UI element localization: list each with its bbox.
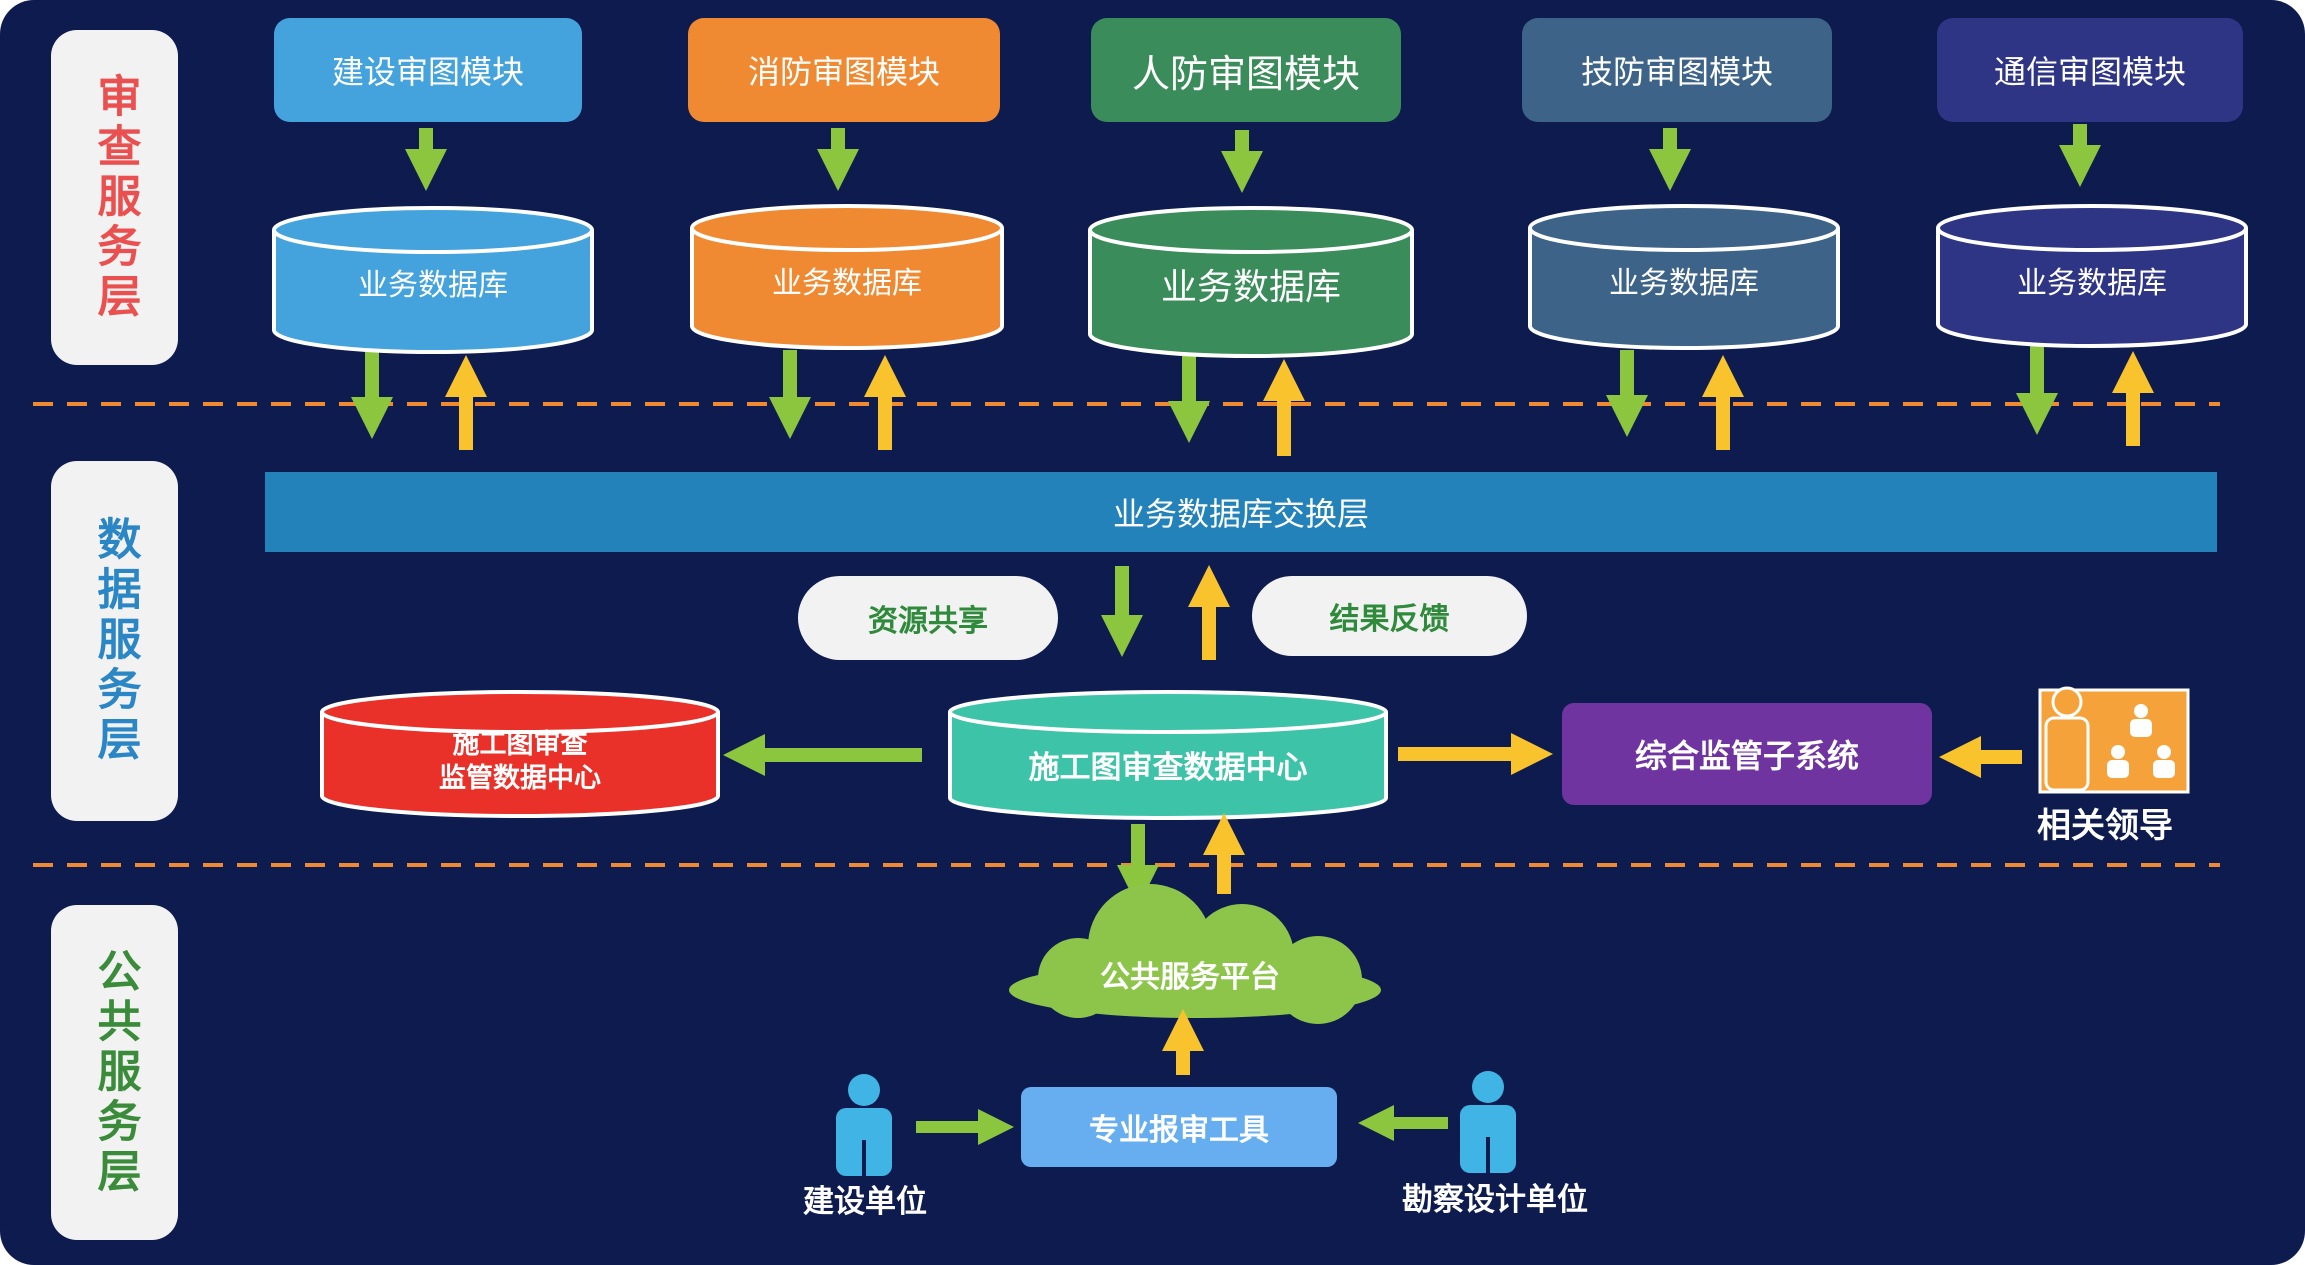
supervision-db-label: 施工图审查 监管数据中心 bbox=[322, 728, 718, 796]
builder-label: 建设单位 bbox=[803, 1184, 927, 1220]
module-telecom-label: 通信审图模块 bbox=[1993, 53, 2186, 91]
supervision-db-label-line-2: 监管数据中心 bbox=[439, 763, 601, 794]
resource-share-label: 资源共享 bbox=[868, 604, 988, 639]
tool-box: 专业报审工具 bbox=[1021, 1087, 1337, 1167]
module-db-security-label: 业务数据库 bbox=[1609, 266, 1759, 301]
module-civil-defense-label: 人防审图模块 bbox=[1131, 51, 1360, 96]
module-construction: 建设审图模块 bbox=[274, 18, 582, 122]
module-db-security bbox=[1528, 204, 1840, 350]
exchange-layer: 业务数据库交换层 bbox=[265, 472, 2217, 552]
center-db bbox=[948, 690, 1388, 820]
module-fire: 消防审图模块 bbox=[688, 18, 1000, 122]
resource-share-badge: 资源共享 bbox=[798, 576, 1058, 660]
layer-label-review-text: 审查服务层 bbox=[89, 72, 141, 323]
layer-label-public-text: 公共服务层 bbox=[89, 947, 141, 1198]
module-db-construction bbox=[272, 206, 594, 354]
module-construction-label: 建设审图模块 bbox=[331, 53, 524, 91]
module-db-civil-defense-label: 业务数据库 bbox=[1160, 267, 1341, 308]
result-feedback-badge: 结果反馈 bbox=[1252, 576, 1527, 656]
layer-label-data-text: 数据服务层 bbox=[89, 516, 141, 766]
designer-label: 勘察设计单位 bbox=[1402, 1182, 1588, 1218]
module-db-fire-label: 业务数据库 bbox=[772, 266, 922, 301]
supervision-system-box: 综合监管子系统 bbox=[1562, 703, 1932, 805]
cloud-shape bbox=[1009, 884, 1381, 1024]
leaders-icon bbox=[2038, 686, 2190, 794]
center-db-label: 施工图审查数据中心 bbox=[1028, 750, 1308, 786]
supervision-db-label-line-1: 施工图审查 bbox=[452, 729, 588, 760]
module-db-civil-defense bbox=[1088, 206, 1414, 358]
tool-label: 专业报审工具 bbox=[1089, 1113, 1269, 1148]
module-security: 技防审图模块 bbox=[1522, 18, 1832, 122]
module-db-construction-label: 业务数据库 bbox=[358, 268, 508, 303]
module-fire-label: 消防审图模块 bbox=[747, 53, 940, 91]
builder-person-icon bbox=[836, 1074, 892, 1178]
exchange-layer-label: 业务数据库交换层 bbox=[1112, 495, 1369, 533]
result-feedback-label: 结果反馈 bbox=[1329, 602, 1450, 637]
module-db-telecom bbox=[1936, 204, 2248, 348]
supervision-db bbox=[320, 690, 720, 818]
supervision-system-label: 综合监管子系统 bbox=[1634, 737, 1859, 775]
layer-label-review: 审查服务层 bbox=[51, 30, 178, 365]
designer-person-icon bbox=[1460, 1071, 1516, 1175]
cloud-label: 公共服务平台 bbox=[1100, 960, 1280, 995]
module-civil-defense: 人防审图模块 bbox=[1091, 18, 1401, 122]
layer-label-public: 公共服务层 bbox=[51, 905, 178, 1240]
module-security-label: 技防审图模块 bbox=[1580, 53, 1773, 91]
leaders-label: 相关领导 bbox=[2037, 806, 2173, 846]
module-db-fire bbox=[690, 204, 1004, 350]
module-db-telecom-label: 业务数据库 bbox=[2017, 266, 2167, 301]
module-telecom: 通信审图模块 bbox=[1937, 18, 2243, 122]
layer-label-data: 数据服务层 bbox=[51, 461, 178, 821]
